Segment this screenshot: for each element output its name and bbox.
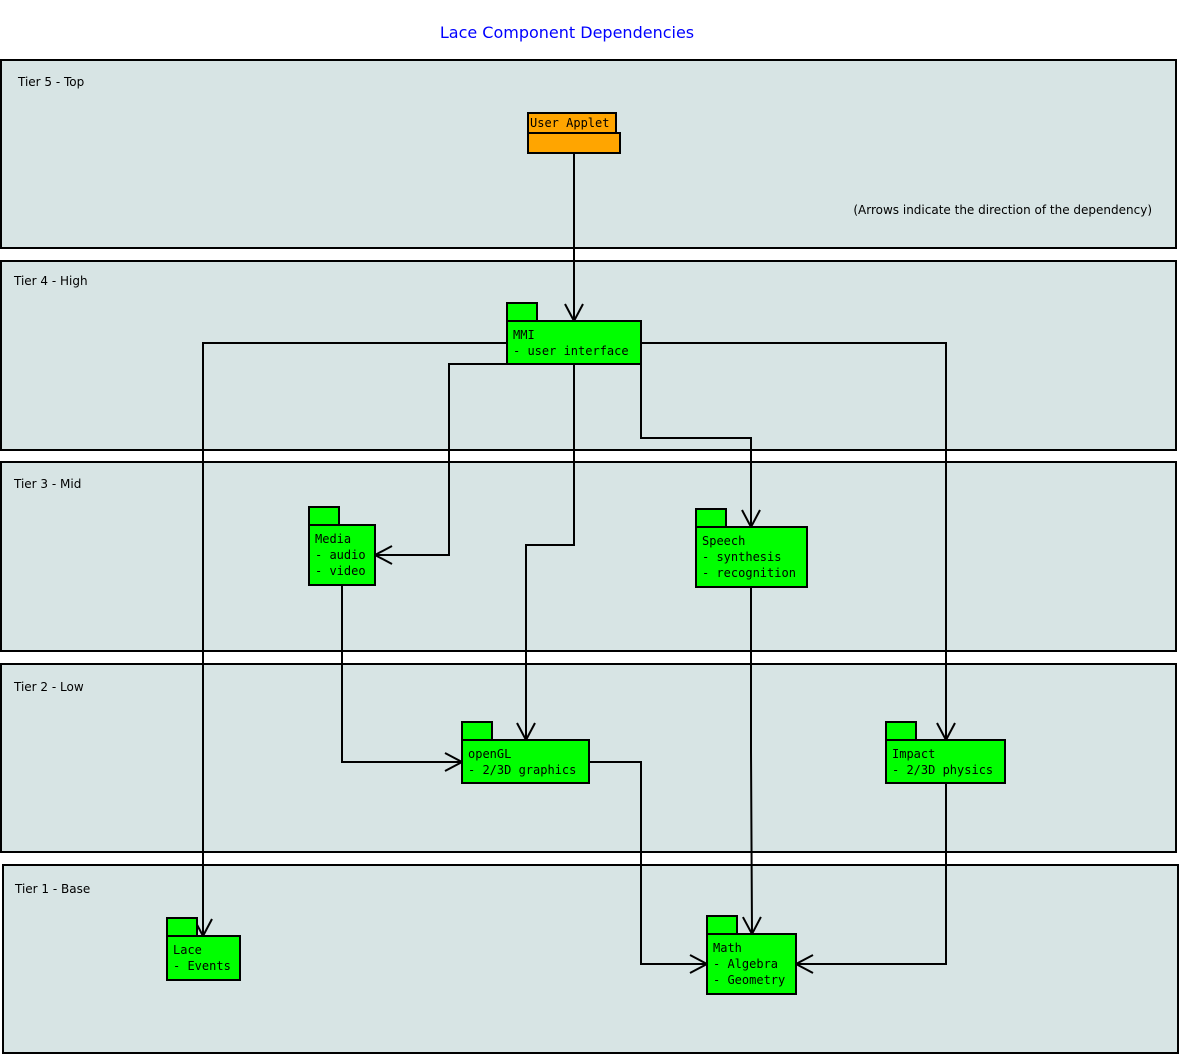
- component-name: Speech: [702, 534, 745, 548]
- package-tab: [506, 302, 538, 322]
- component-detail: - synthesis: [702, 550, 781, 564]
- package-tab: [461, 721, 493, 741]
- dependency-line: [341, 585, 462, 763]
- component-impact[interactable]: Impact - 2/3D physics: [885, 721, 1006, 784]
- component-detail: - audio: [315, 548, 366, 562]
- component-name: Math: [713, 941, 742, 955]
- package-tab: [885, 721, 917, 741]
- component-applet[interactable]: User Applet: [527, 112, 621, 154]
- package-tab: [166, 917, 198, 937]
- component-detail: - recognition: [702, 566, 796, 580]
- dependency-line: [796, 783, 947, 965]
- dependency-line: [202, 342, 507, 936]
- package-tab: [308, 506, 340, 526]
- component-name: Media: [315, 532, 351, 546]
- component-detail: - video: [315, 564, 366, 578]
- dependency-line: [750, 587, 753, 935]
- package-tab: [695, 508, 727, 528]
- package-body: [506, 320, 642, 365]
- package-body: [706, 933, 797, 995]
- dependency-line: [640, 364, 752, 527]
- component-name: Impact: [892, 747, 935, 761]
- diagram-title: Lace Component Dependencies: [440, 23, 694, 42]
- tier-label: Tier 3 - Mid: [13, 477, 81, 491]
- tier-label: Tier 2 - Low: [13, 680, 84, 694]
- package-body: [461, 739, 590, 784]
- package-body: [695, 526, 808, 588]
- component-detail: - Algebra: [713, 957, 778, 971]
- component-media[interactable]: Media - audio - video: [308, 506, 376, 586]
- tier-label: Tier 5 - Top: [17, 75, 84, 89]
- tier-band-t3: [0, 461, 1177, 652]
- dependency-line: [525, 364, 575, 740]
- component-speech[interactable]: Speech - synthesis - recognition: [695, 508, 808, 588]
- component-opengl[interactable]: openGL - 2/3D graphics: [461, 721, 590, 784]
- component-detail: - 2/3D graphics: [468, 763, 576, 777]
- tier-label: Tier 1 - Base: [14, 882, 90, 896]
- component-lace[interactable]: Lace - Events: [166, 917, 241, 981]
- component-detail: - 2/3D physics: [892, 763, 993, 777]
- package-body: [166, 935, 241, 981]
- component-detail: - Events: [173, 959, 231, 973]
- dependency-line: [375, 363, 507, 556]
- component-name: Lace: [173, 943, 202, 957]
- component-name: MMI: [513, 328, 535, 342]
- dependency-line: [641, 342, 947, 740]
- component-math[interactable]: Math - Algebra - Geometry: [706, 915, 797, 995]
- package-body: [885, 739, 1006, 784]
- dependency-note: (Arrows indicate the direction of the de…: [853, 203, 1152, 217]
- package-body: [527, 132, 621, 154]
- component-detail: - user interface: [513, 344, 629, 358]
- dependency-line: [589, 761, 707, 965]
- tier-label: Tier 4 - High: [13, 274, 88, 288]
- component-detail: - Geometry: [713, 973, 785, 987]
- package-tab: [706, 915, 738, 935]
- component-name: openGL: [468, 747, 511, 761]
- package-body: [308, 524, 376, 586]
- component-mmi[interactable]: MMI - user interface: [506, 302, 642, 365]
- component-name: User Applet: [530, 116, 609, 130]
